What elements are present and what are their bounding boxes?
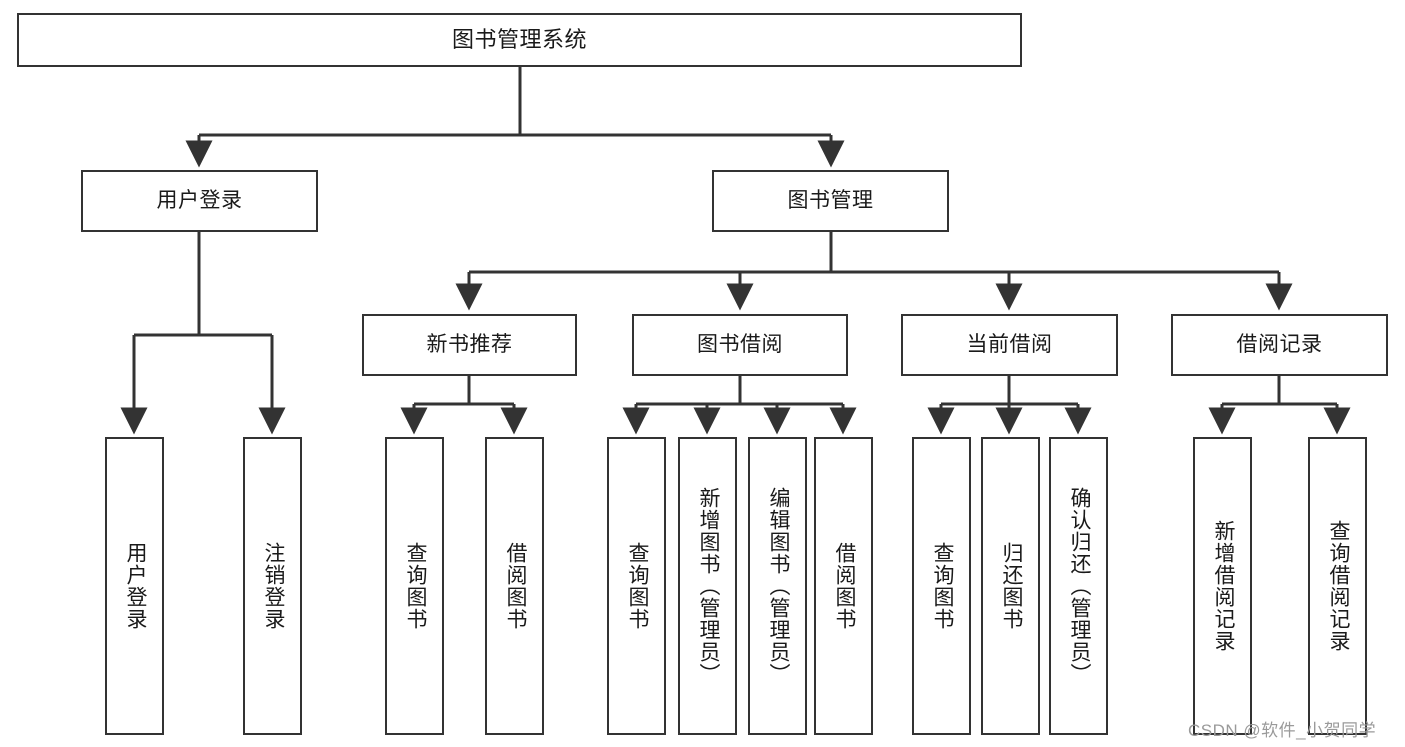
node-label: 新增图书（管理员） [696,487,720,685]
node-borrowing-record[interactable]: 借阅记录 [1171,314,1388,376]
node-label: 归还图书 [999,542,1023,630]
node-new-book-recommendation[interactable]: 新书推荐 [362,314,577,376]
leaf-book-borrow-query-book[interactable]: 查询图书 [607,437,666,735]
node-user-login[interactable]: 用户登录 [81,170,318,232]
node-label: 借阅记录 [1236,333,1323,357]
node-label: 借阅图书 [832,542,856,630]
node-label: 新增借阅记录 [1211,520,1235,652]
leaf-borrow-record-add-record[interactable]: 新增借阅记录 [1193,437,1252,735]
leaf-new-book-query-book[interactable]: 查询图书 [385,437,444,735]
node-book-borrowing[interactable]: 图书借阅 [632,314,848,376]
leaf-book-borrow-add-book-admin[interactable]: 新增图书（管理员） [678,437,737,735]
leaf-current-borrow-return-book[interactable]: 归还图书 [981,437,1040,735]
node-label: 编辑图书（管理员） [766,487,790,685]
node-label: 新书推荐 [426,333,513,357]
leaf-user-login-login[interactable]: 用户登录 [105,437,164,735]
node-label: 图书借阅 [697,333,783,357]
leaf-new-book-borrow-book[interactable]: 借阅图书 [485,437,544,735]
node-label: 确认归还（管理员） [1067,487,1091,685]
node-label: 查询图书 [625,542,649,630]
node-current-borrowing[interactable]: 当前借阅 [901,314,1118,376]
leaf-book-borrow-edit-book-admin[interactable]: 编辑图书（管理员） [748,437,807,735]
node-label: 查询图书 [930,542,954,630]
node-label: 图书管理 [787,189,874,213]
node-label: 查询图书 [403,542,427,630]
leaf-borrow-record-query-record[interactable]: 查询借阅记录 [1308,437,1367,735]
node-book-management[interactable]: 图书管理 [712,170,949,232]
node-label: 用户登录 [123,542,147,630]
leaf-current-borrow-query-book[interactable]: 查询图书 [912,437,971,735]
node-label: 用户登录 [156,189,243,213]
leaf-book-borrow-borrow-book[interactable]: 借阅图书 [814,437,873,735]
node-label: 查询借阅记录 [1326,520,1350,652]
node-label: 图书管理系统 [451,26,587,52]
node-root-book-management-system[interactable]: 图书管理系统 [17,13,1022,67]
node-label: 当前借阅 [966,333,1053,357]
leaf-current-borrow-confirm-return-admin[interactable]: 确认归还（管理员） [1049,437,1108,735]
node-label: 借阅图书 [503,542,527,630]
node-label: 注销登录 [261,542,285,630]
leaf-user-login-logout[interactable]: 注销登录 [243,437,302,735]
